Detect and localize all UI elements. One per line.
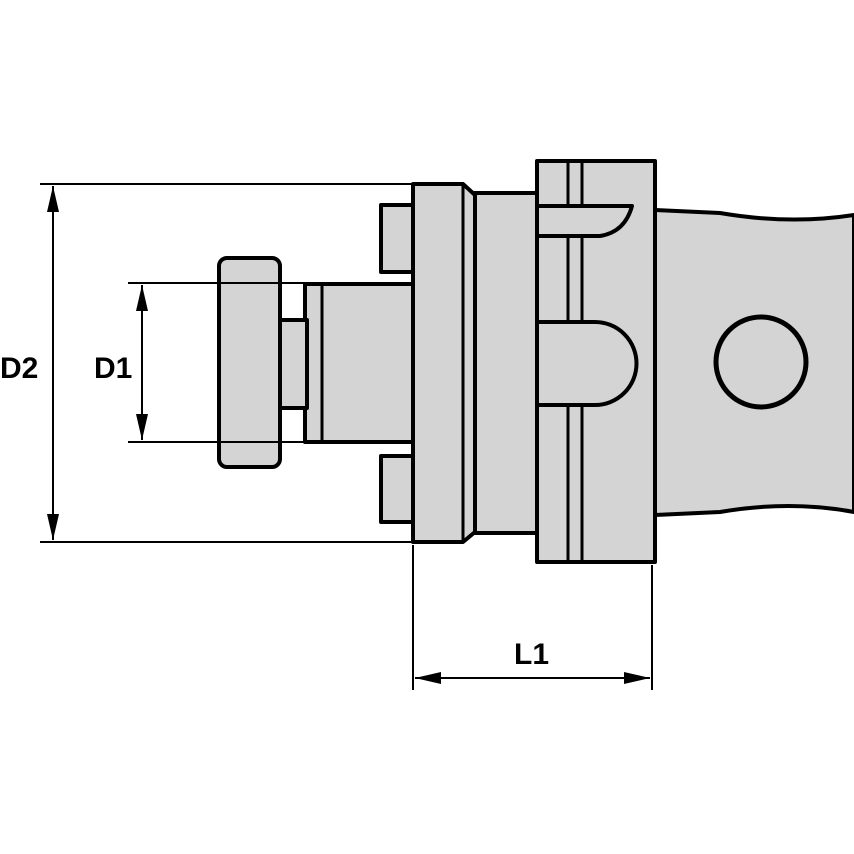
drive-slot xyxy=(535,320,639,407)
l1-label: L1 xyxy=(514,638,549,671)
head xyxy=(217,256,282,469)
d2-label: D2 xyxy=(0,352,38,385)
cross-hole xyxy=(713,314,809,410)
dimension-l1: L1 xyxy=(412,545,653,690)
flange xyxy=(411,182,477,544)
dimension-d2: D2 xyxy=(0,183,413,543)
dimension-d1: D1 xyxy=(94,282,305,443)
d1-label: D1 xyxy=(94,352,132,385)
bolt-top xyxy=(379,203,415,274)
key-slot xyxy=(535,204,634,238)
bolt-bottom xyxy=(379,454,415,524)
body xyxy=(468,191,539,535)
